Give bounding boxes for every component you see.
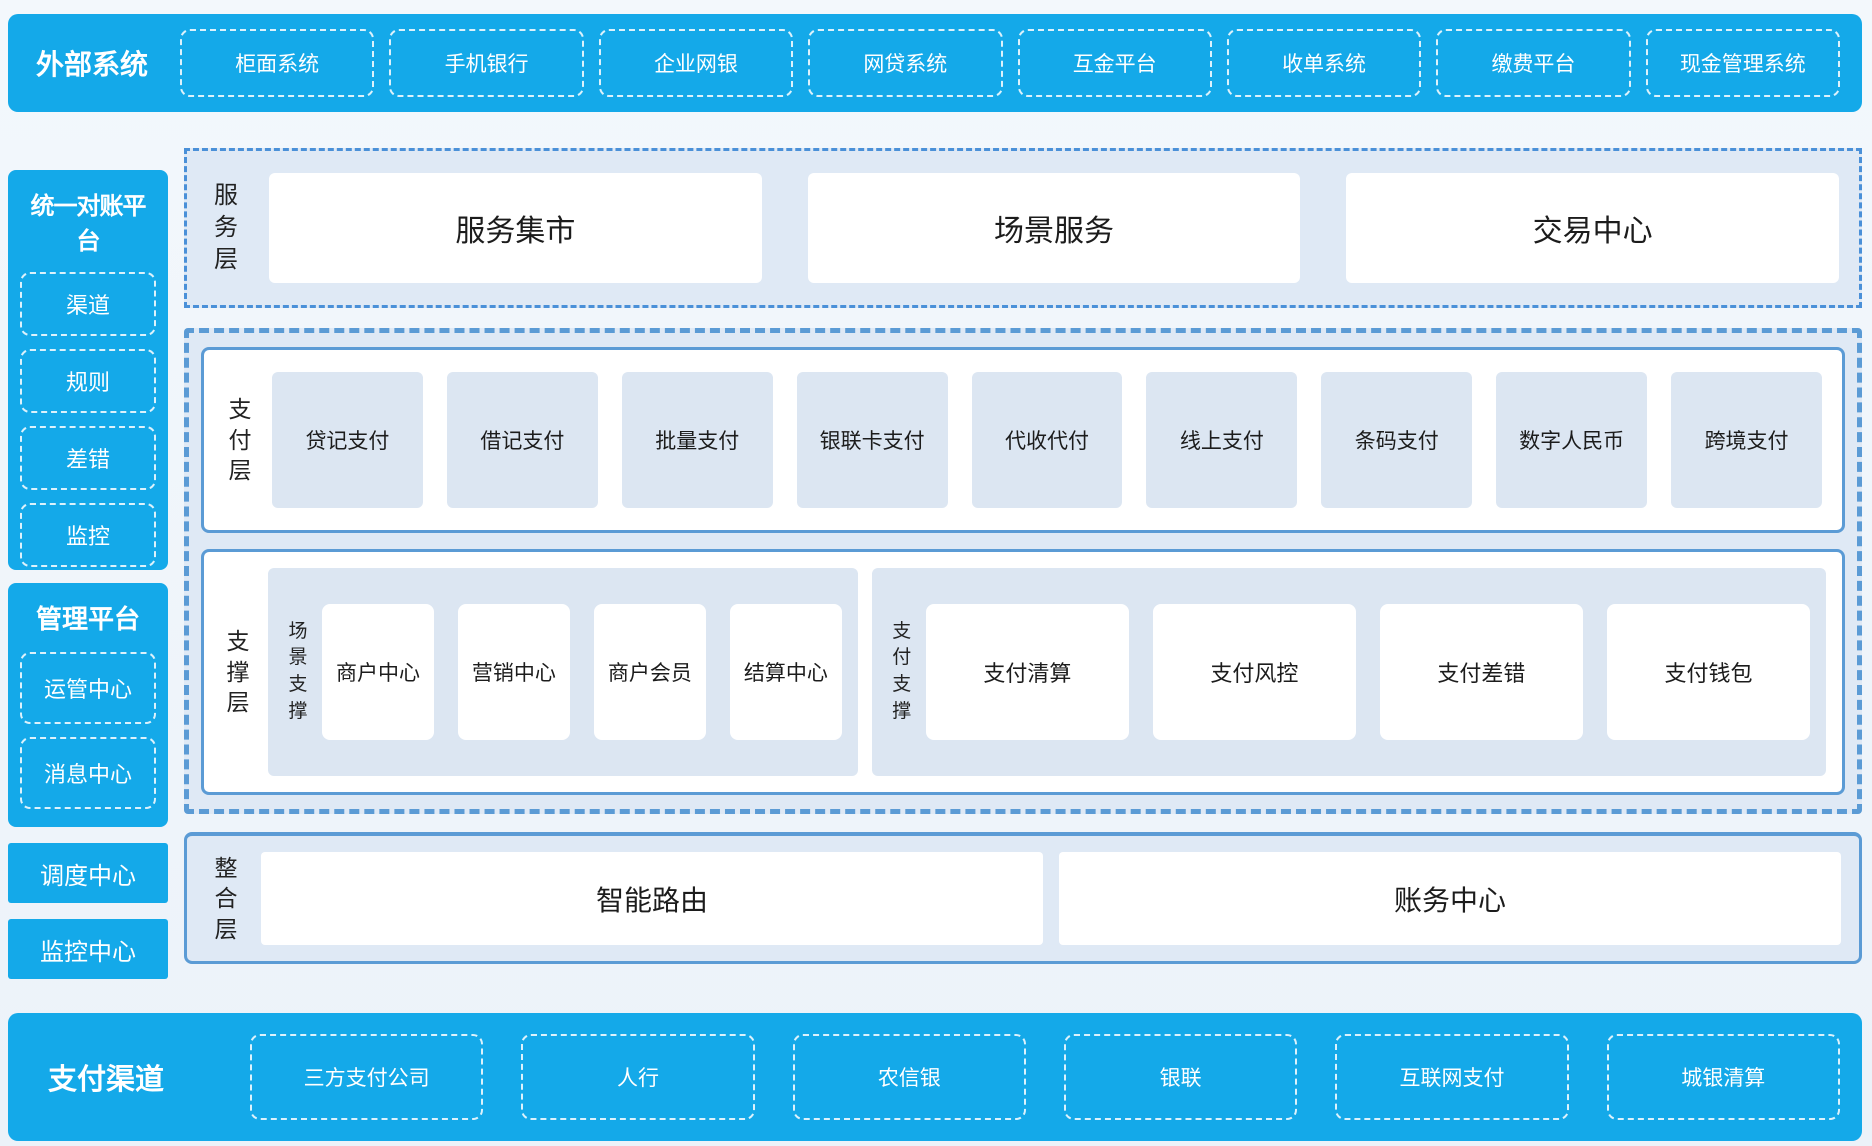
scene-support-box: 商户会员 xyxy=(593,604,706,740)
external-system-box: 手机银行 xyxy=(389,29,584,97)
payment-support-group: 支付支撑 支付清算 支付风控 支付差错 支付钱包 xyxy=(871,568,1826,776)
management-item: 运管中心 xyxy=(20,652,156,724)
reconciliation-platform-block: 统一对账平台 渠道 规则 差错 监控 xyxy=(8,170,168,570)
core-layers-container: 支付层 贷记支付 借记支付 批量支付 银联卡支付 代收代付 线上支付 条码支付 … xyxy=(184,328,1862,814)
reconciliation-item: 差错 xyxy=(20,426,156,490)
main-column: 服务层 服务集市 场景服务 交易中心 支付层 贷记支付 借记支付 批量支付 银联… xyxy=(184,148,1862,979)
scene-support-label: 场景支撑 xyxy=(288,620,308,722)
external-system-box: 企业网银 xyxy=(598,29,794,97)
payment-layer-box: 银联卡支付 xyxy=(796,372,948,508)
payment-support-box: 支付钱包 xyxy=(1606,604,1810,740)
service-layer: 服务层 服务集市 场景服务 交易中心 xyxy=(184,148,1862,308)
payment-layer-label: 支付层 xyxy=(228,396,252,484)
payment-support-box: 支付风控 xyxy=(1152,604,1356,740)
integration-layer-box: 智能路由 xyxy=(261,852,1043,945)
service-layer-box: 场景服务 xyxy=(807,173,1301,283)
integration-layer: 整合层 智能路由 账务中心 xyxy=(184,832,1862,964)
service-layer-box: 交易中心 xyxy=(1346,173,1840,283)
payment-channel-box: 银联 xyxy=(1063,1034,1298,1120)
support-layer: 支撑层 场景支撑 商户中心 营销中心 商户会员 结算中心 xyxy=(201,549,1845,795)
management-item: 消息中心 xyxy=(20,737,156,809)
payment-layer-box: 借记支付 xyxy=(446,372,598,508)
reconciliation-item: 监控 xyxy=(20,503,156,567)
payment-channel-box: 人行 xyxy=(521,1034,755,1120)
external-system-box: 互金平台 xyxy=(1017,29,1212,97)
reconciliation-platform-title: 统一对账平台 xyxy=(30,193,147,255)
external-systems-items: 柜面系统 手机银行 企业网银 网贷系统 互金平台 收单系统 缴费平台 现金管理系… xyxy=(180,29,1840,97)
service-layer-box: 服务集市 xyxy=(269,173,762,283)
external-system-box: 收单系统 xyxy=(1226,29,1422,97)
payment-support-box: 支付差错 xyxy=(1379,604,1583,740)
payment-layer-box: 贷记支付 xyxy=(272,372,423,508)
payment-layer-box: 数字人民币 xyxy=(1496,372,1648,508)
scene-support-box: 结算中心 xyxy=(729,604,842,740)
payment-channel-box: 城银清算 xyxy=(1606,1034,1840,1120)
payment-channel-box: 三方支付公司 xyxy=(250,1034,484,1120)
external-system-box: 缴费平台 xyxy=(1436,29,1631,97)
reconciliation-item: 渠道 xyxy=(20,272,156,336)
reconciliation-item: 规则 xyxy=(20,349,156,413)
support-layer-label: 支撑层 xyxy=(226,628,250,716)
external-system-box: 柜面系统 xyxy=(180,29,375,97)
payment-support-label: 支付支撑 xyxy=(892,620,912,722)
payment-layer-box: 批量支付 xyxy=(621,372,773,508)
payment-layer-box: 条码支付 xyxy=(1321,372,1473,508)
management-platform-title: 管理平台 xyxy=(35,604,140,634)
scene-support-group: 场景支撑 商户中心 营销中心 商户会员 结算中心 xyxy=(268,568,858,776)
dispatch-center-box: 调度中心 xyxy=(8,843,168,903)
payment-channels-bar: 支付渠道 三方支付公司 人行 农信银 银联 互联网支付 城银清算 xyxy=(8,1013,1862,1141)
external-system-box: 现金管理系统 xyxy=(1645,29,1840,97)
payment-layer: 支付层 贷记支付 借记支付 批量支付 银联卡支付 代收代付 线上支付 条码支付 … xyxy=(201,347,1845,533)
payment-channels-title: 支付渠道 xyxy=(48,1064,165,1096)
integration-layer-box: 账务中心 xyxy=(1059,852,1841,945)
scene-support-box: 商户中心 xyxy=(322,604,434,740)
scene-support-box: 营销中心 xyxy=(457,604,570,740)
payment-layer-box: 跨境支付 xyxy=(1671,372,1823,508)
service-layer-label: 服务层 xyxy=(214,182,238,273)
payment-channel-box: 农信银 xyxy=(792,1034,1026,1120)
monitor-center-box: 监控中心 xyxy=(8,919,168,979)
payment-layer-box: 线上支付 xyxy=(1146,372,1298,508)
external-system-box: 网贷系统 xyxy=(808,29,1003,97)
external-systems-title: 外部系统 xyxy=(36,49,149,80)
payment-channel-box: 互联网支付 xyxy=(1335,1034,1569,1120)
management-platform-block: 管理平台 运管中心 消息中心 xyxy=(8,583,168,827)
left-sidebar: 统一对账平台 渠道 规则 差错 监控 管理平台 运管中心 消息中心 调度中心 监… xyxy=(8,170,168,979)
integration-layer-label: 整合层 xyxy=(214,854,238,942)
payment-layer-box: 代收代付 xyxy=(971,372,1123,508)
payment-support-box: 支付清算 xyxy=(925,604,1129,740)
payment-channels-items: 三方支付公司 人行 农信银 银联 互联网支付 城银清算 xyxy=(250,1034,1840,1120)
external-systems-bar: 外部系统 柜面系统 手机银行 企业网银 网贷系统 互金平台 收单系统 缴费平台 … xyxy=(8,14,1862,112)
